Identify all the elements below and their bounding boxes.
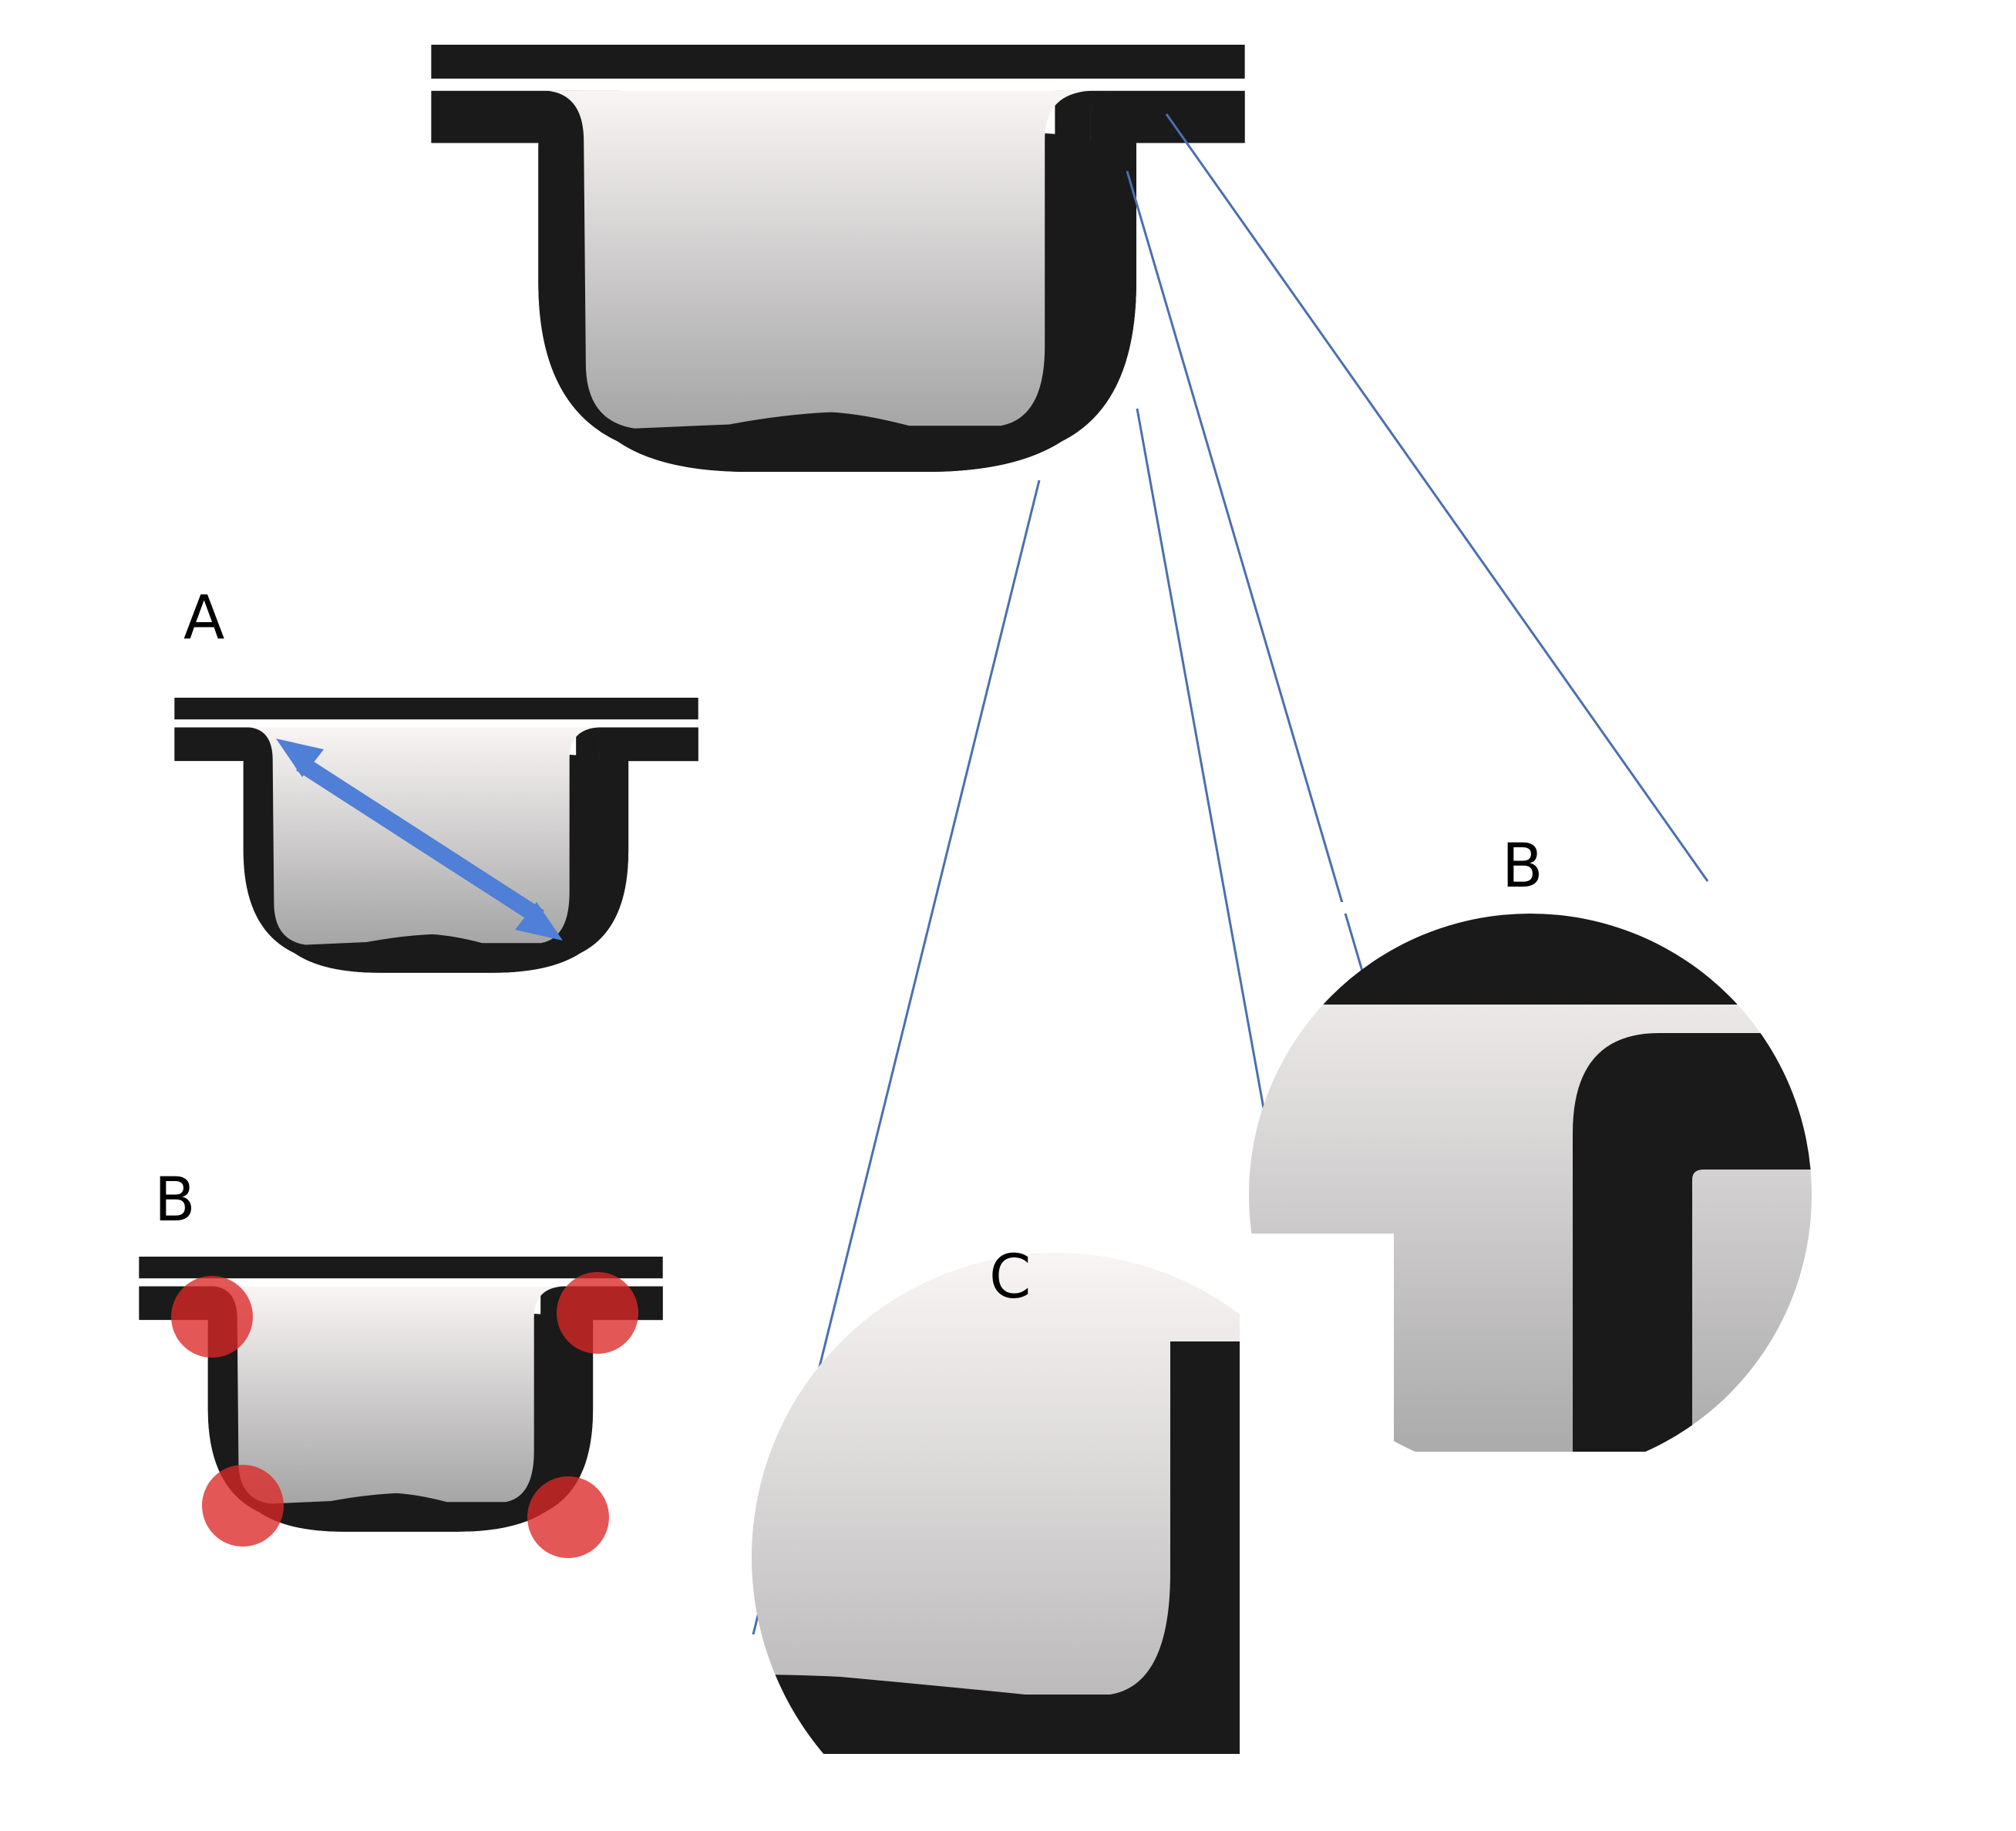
- highlight-top-right: [557, 1272, 638, 1354]
- highlight-top-left: [171, 1276, 253, 1358]
- zoom-c-right-edge: [1240, 1234, 1394, 1831]
- zoom-b-top-edge: [1233, 902, 2004, 914]
- connector-b-upper: [1165, 113, 1709, 882]
- highlight-bottom-right: [527, 1476, 609, 1558]
- double-arrow: [276, 739, 563, 941]
- zoom-c-bottom-edge: [725, 1754, 1403, 1831]
- label-zoom-c: C: [989, 1243, 1031, 1312]
- zoom-b-edge: [1964, 902, 2016, 1519]
- highlight-bottom-left: [202, 1465, 284, 1547]
- red-highlights: [171, 1272, 638, 1558]
- cup-a: [174, 698, 698, 973]
- label-zoom-b: B: [1502, 832, 1543, 901]
- main-cup: [431, 45, 1245, 473]
- label-a: A: [183, 584, 224, 653]
- label-b: B: [154, 1166, 196, 1235]
